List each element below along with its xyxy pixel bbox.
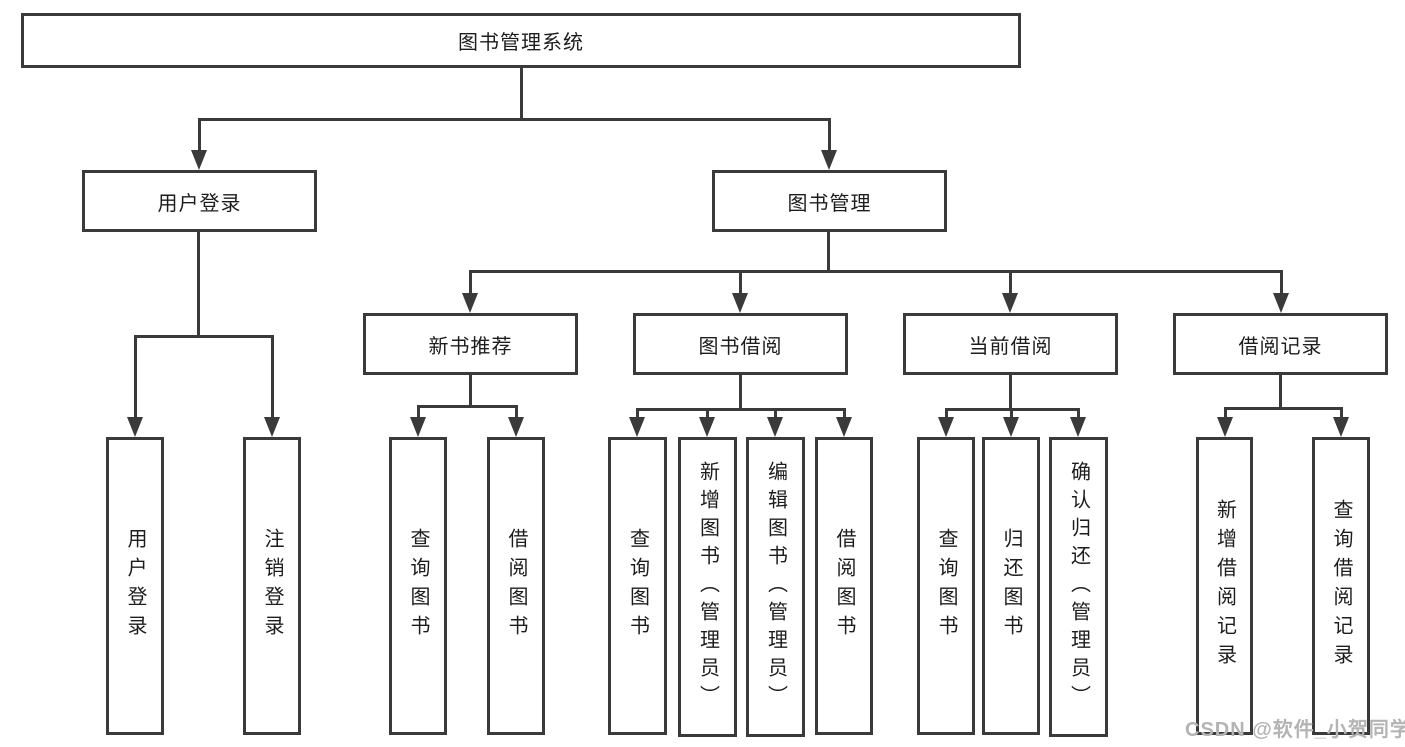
connector-vline bbox=[828, 118, 831, 154]
connector-vline bbox=[706, 408, 709, 419]
arrowhead-down-icon bbox=[1273, 293, 1289, 313]
connector-vline bbox=[515, 405, 518, 419]
node-leaf-logout-login-label: 注销登录 bbox=[261, 528, 283, 644]
node-leaf-query-books-2: 查询图书 bbox=[608, 437, 667, 735]
arrowhead-down-icon bbox=[732, 293, 748, 313]
node-leaf-borrow-books-2: 借阅图书 bbox=[815, 437, 873, 735]
connector-hline bbox=[134, 335, 274, 338]
node-leaf-add-borrow-record-label: 新增借阅记录 bbox=[1213, 499, 1236, 673]
arrowhead-down-icon bbox=[462, 293, 478, 313]
node-borrow-records: 借阅记录 bbox=[1173, 313, 1388, 375]
connector-hline bbox=[1224, 407, 1342, 410]
node-leaf-edit-books-admin: 编辑图书（管理员） bbox=[746, 437, 805, 737]
connector-vline bbox=[520, 66, 523, 118]
node-leaf-return-books-label: 归还图书 bbox=[1000, 528, 1022, 644]
arrowhead-down-icon bbox=[767, 417, 783, 437]
node-leaf-add-books-admin: 新增图书（管理员） bbox=[678, 437, 737, 737]
node-leaf-confirm-return-admin-label: 确认归还（管理员） bbox=[1067, 461, 1090, 713]
arrowhead-down-icon bbox=[508, 417, 524, 437]
connector-vline bbox=[469, 375, 472, 405]
node-leaf-query-borrow-record: 查询借阅记录 bbox=[1312, 437, 1370, 735]
node-book-management: 图书管理 bbox=[712, 170, 947, 232]
arrowhead-down-icon bbox=[629, 417, 645, 437]
connector-vline bbox=[1009, 375, 1012, 408]
arrowhead-down-icon bbox=[1003, 417, 1019, 437]
connector-hline bbox=[198, 118, 831, 121]
node-leaf-query-books-1: 查询图书 bbox=[389, 437, 447, 735]
arrowhead-down-icon bbox=[821, 150, 837, 170]
arrowhead-down-icon bbox=[1070, 417, 1086, 437]
arrowhead-down-icon bbox=[699, 417, 715, 437]
arrowhead-down-icon bbox=[410, 417, 426, 437]
node-leaf-return-books: 归还图书 bbox=[982, 437, 1040, 735]
node-leaf-query-books-1-label: 查询图书 bbox=[407, 528, 429, 644]
connector-vline bbox=[843, 408, 846, 419]
connector-vline bbox=[1279, 375, 1282, 407]
connector-hline bbox=[417, 405, 517, 408]
connector-hline bbox=[469, 270, 1282, 273]
node-user-login: 用户登录 bbox=[82, 170, 317, 232]
connector-vline bbox=[636, 408, 639, 419]
node-leaf-edit-books-admin-label: 编辑图书（管理员） bbox=[764, 461, 787, 713]
node-new-book-recommend: 新书推荐 bbox=[363, 313, 578, 375]
connector-vline bbox=[417, 405, 420, 419]
connector-vline bbox=[1010, 408, 1013, 419]
connector-vline bbox=[739, 270, 742, 295]
node-leaf-query-borrow-record-label: 查询借阅记录 bbox=[1330, 499, 1352, 673]
connector-vline bbox=[271, 335, 274, 419]
node-root: 图书管理系统 bbox=[21, 13, 1021, 68]
arrowhead-down-icon bbox=[1333, 417, 1349, 437]
arrowhead-down-icon bbox=[1002, 293, 1018, 313]
arrowhead-down-icon bbox=[836, 417, 852, 437]
arrowhead-down-icon bbox=[127, 417, 143, 437]
connector-vline bbox=[1280, 270, 1283, 295]
arrowhead-down-icon bbox=[1217, 417, 1233, 437]
arrowhead-down-icon bbox=[938, 417, 954, 437]
node-current-borrow: 当前借阅 bbox=[903, 313, 1118, 375]
arrowhead-down-icon bbox=[264, 417, 280, 437]
node-leaf-add-borrow-record: 新增借阅记录 bbox=[1196, 437, 1253, 735]
connector-hline bbox=[636, 408, 845, 411]
connector-vline bbox=[1224, 407, 1227, 419]
node-leaf-query-books-3: 查询图书 bbox=[917, 437, 975, 735]
node-book-management-label: 图书管理 bbox=[787, 192, 872, 215]
connector-vline bbox=[945, 408, 948, 419]
connector-vline bbox=[774, 408, 777, 419]
node-leaf-user-login: 用户登录 bbox=[106, 437, 164, 735]
node-leaf-borrow-books-1: 借阅图书 bbox=[487, 437, 545, 735]
connector-vline bbox=[469, 270, 472, 295]
node-current-borrow-label: 当前借阅 bbox=[968, 335, 1053, 358]
node-book-borrow: 图书借阅 bbox=[633, 313, 848, 375]
connector-vline bbox=[1340, 407, 1343, 419]
node-book-borrow-label: 图书借阅 bbox=[698, 335, 783, 358]
connector-vline bbox=[198, 118, 201, 154]
node-leaf-user-login-label: 用户登录 bbox=[124, 528, 146, 644]
node-leaf-add-books-admin-label: 新增图书（管理员） bbox=[696, 461, 719, 713]
node-leaf-borrow-books-2-label: 借阅图书 bbox=[833, 528, 855, 644]
connector-vline bbox=[197, 232, 200, 335]
node-borrow-records-label: 借阅记录 bbox=[1238, 335, 1323, 358]
node-user-login-label: 用户登录 bbox=[157, 192, 242, 215]
node-leaf-query-books-3-label: 查询图书 bbox=[935, 528, 957, 644]
node-root-label: 图书管理系统 bbox=[458, 32, 584, 54]
node-leaf-confirm-return-admin: 确认归还（管理员） bbox=[1049, 437, 1108, 737]
node-new-book-recommend-label: 新书推荐 bbox=[428, 335, 513, 358]
node-leaf-logout-login: 注销登录 bbox=[243, 437, 301, 735]
connector-vline bbox=[1009, 270, 1012, 295]
connector-vline bbox=[739, 375, 742, 408]
arrowhead-down-icon bbox=[191, 150, 207, 170]
connector-vline bbox=[827, 232, 830, 270]
node-leaf-query-books-2-label: 查询图书 bbox=[626, 528, 649, 644]
connector-vline bbox=[134, 335, 137, 419]
csdn-watermark: CSDN @软件_小贺同学 bbox=[1185, 719, 1405, 741]
node-leaf-borrow-books-1-label: 借阅图书 bbox=[505, 528, 527, 644]
connector-vline bbox=[1077, 408, 1080, 419]
